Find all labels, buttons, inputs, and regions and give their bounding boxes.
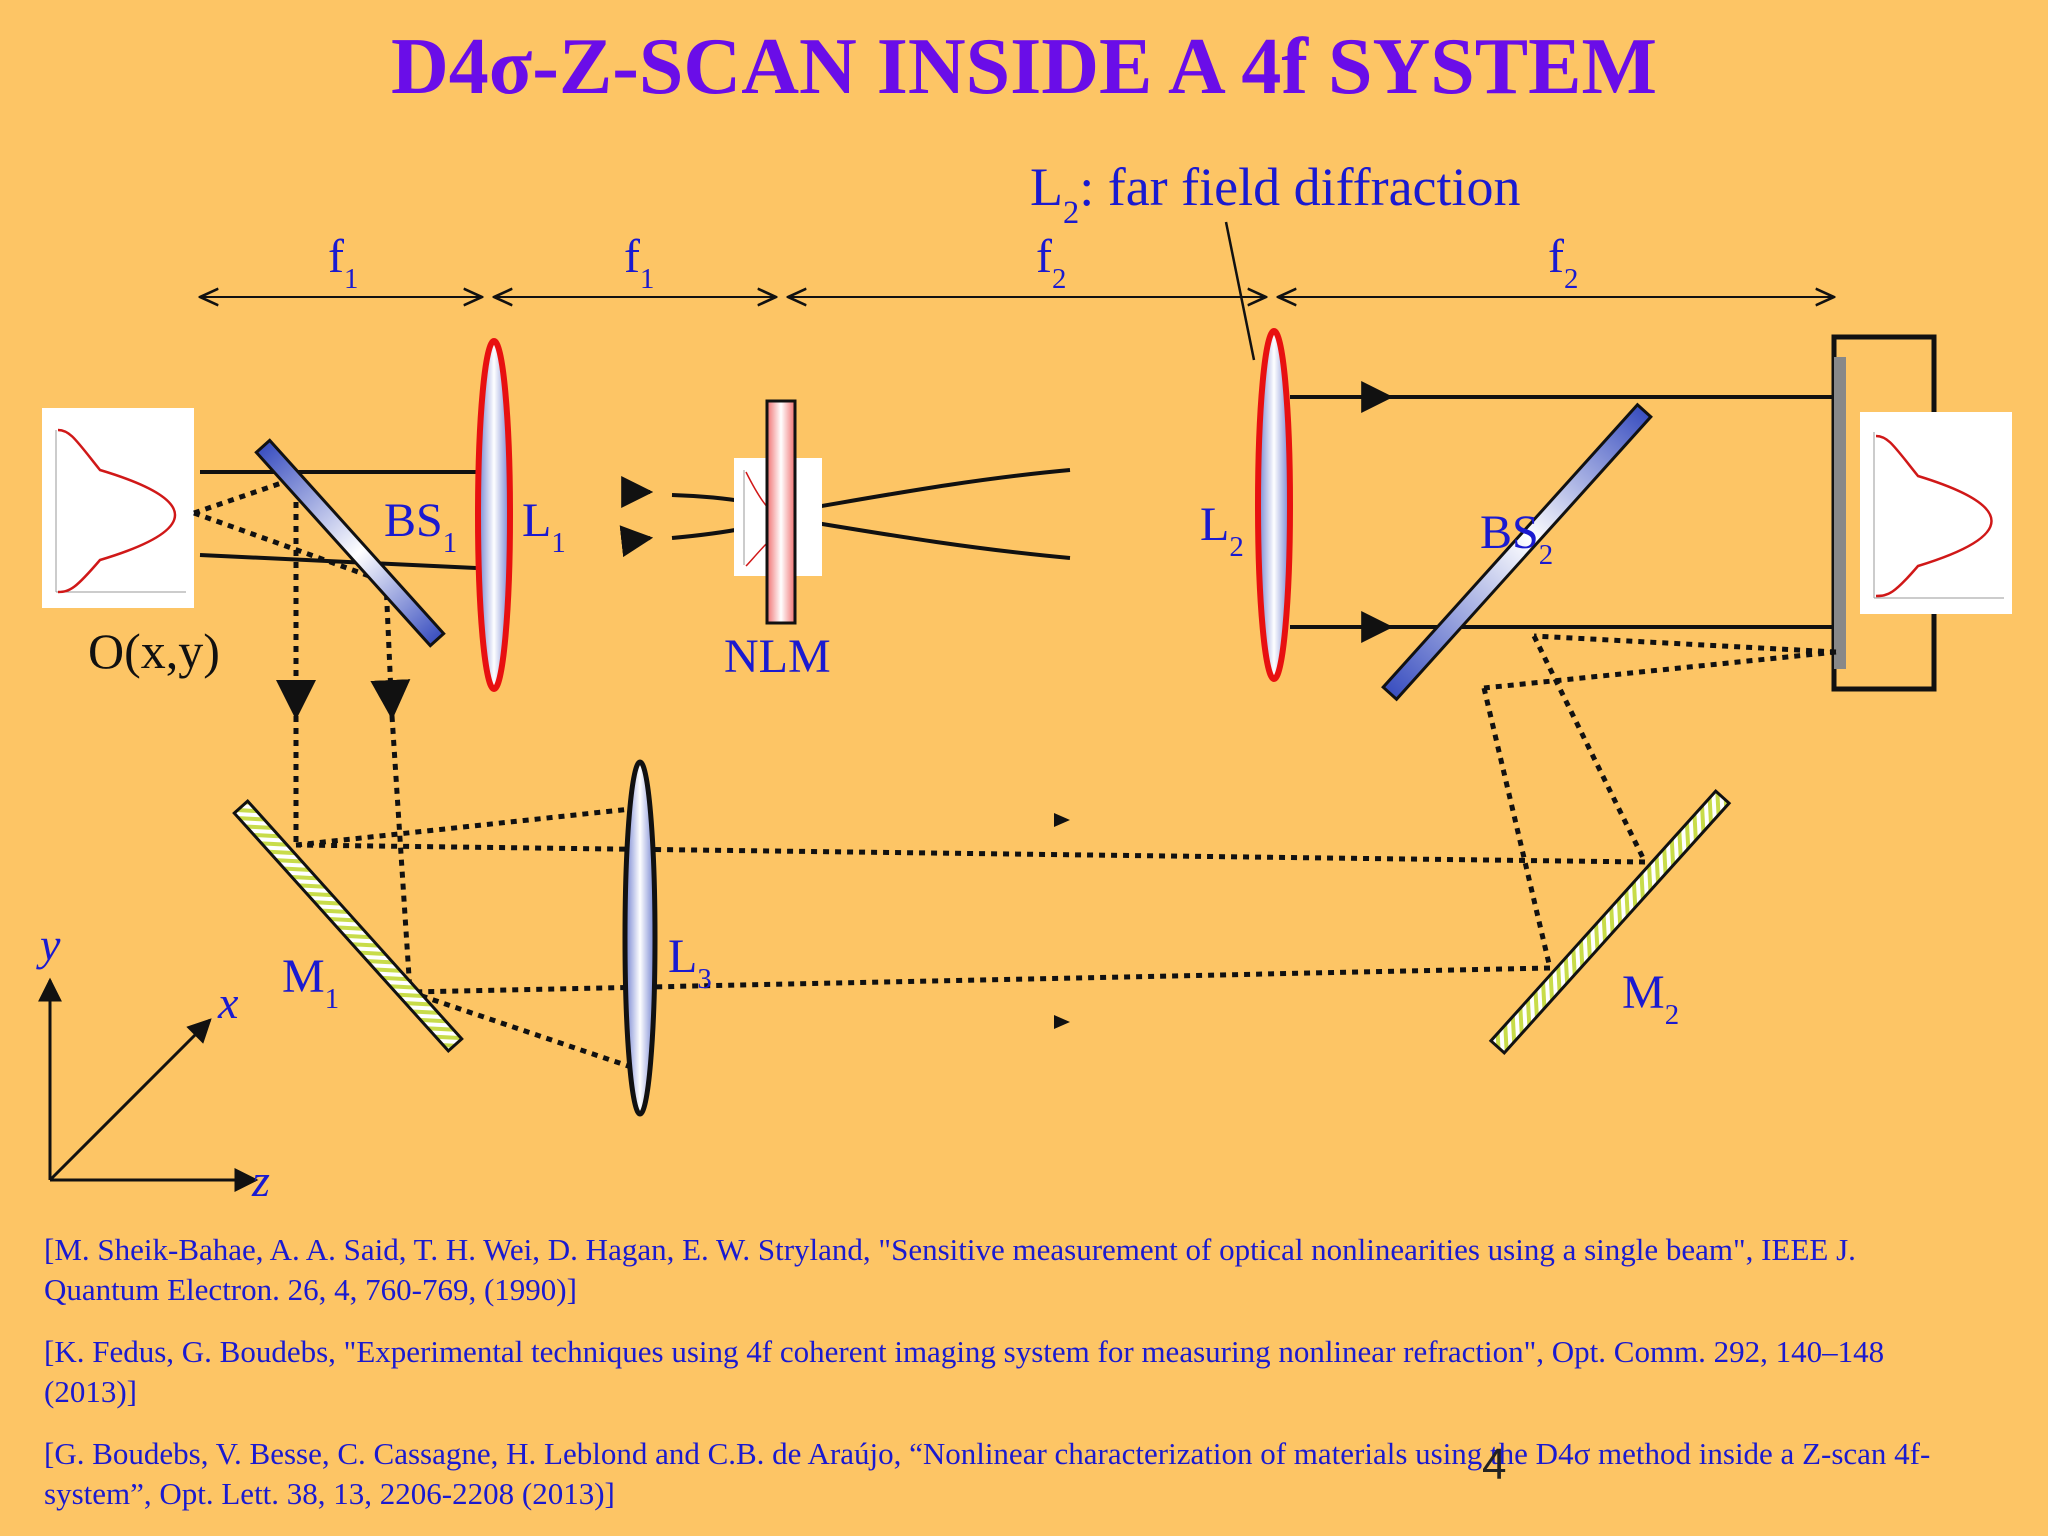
l3-label: L3	[668, 930, 712, 995]
nlm-sample	[734, 399, 822, 625]
far-field-label: L2: far field diffraction	[1030, 157, 1521, 231]
lens-l1	[475, 338, 513, 692]
dimension-labels: f1 f1 f2 f2	[328, 230, 1578, 295]
beam-splitter-2	[1381, 402, 1653, 702]
bs2-label: BS2	[1480, 506, 1553, 571]
far-field-leader	[1224, 221, 1256, 361]
axis-z-label: z	[251, 1155, 270, 1206]
nlm-label: NLM	[724, 630, 831, 683]
lens-l2	[1255, 328, 1293, 682]
page-title: D4σ-Z-SCAN INSIDE A 4f SYSTEM	[391, 23, 1657, 111]
f2-label-b: f2	[1548, 230, 1578, 295]
mirror-m2	[1488, 789, 1732, 1055]
reference-2: [K. Fedus, G. Boudebs, "Experimental tec…	[44, 1334, 1885, 1409]
input-beam	[199, 470, 477, 570]
axis-y-label: y	[36, 919, 61, 970]
f1-label-a: f1	[328, 230, 358, 295]
mirror-m1	[232, 798, 464, 1054]
lens-l3	[622, 759, 658, 1117]
reference-1: [M. Sheik-Bahae, A. A. Said, T. H. Wei, …	[44, 1232, 1856, 1307]
dotted-arrows	[1054, 813, 1070, 1029]
object-profile	[42, 408, 194, 608]
coordinate-axes	[38, 977, 259, 1192]
detector	[1831, 334, 2012, 692]
page-number: 4	[1482, 1440, 1507, 1489]
beam-splitter-1	[254, 438, 446, 648]
f2-label-a: f2	[1036, 230, 1066, 295]
reference-return-dotted	[295, 633, 1837, 1073]
axis-x-label: x	[217, 977, 239, 1028]
m2-label: M2	[1622, 966, 1679, 1031]
reference-3: [G. Boudebs, V. Besse, C. Cassagne, H. L…	[44, 1436, 1931, 1511]
l2-label: L2	[1200, 498, 1244, 563]
m1-label: M1	[282, 950, 339, 1015]
reference-beam-dotted	[193, 475, 413, 993]
object-label: O(x,y)	[88, 623, 220, 679]
l1-label: L1	[522, 494, 566, 559]
references: [M. Sheik-Bahae, A. A. Said, T. H. Wei, …	[44, 1230, 1944, 1536]
f1-label-b: f1	[624, 230, 654, 295]
bs1-label: BS1	[384, 494, 457, 559]
focus-beams	[619, 468, 1071, 560]
